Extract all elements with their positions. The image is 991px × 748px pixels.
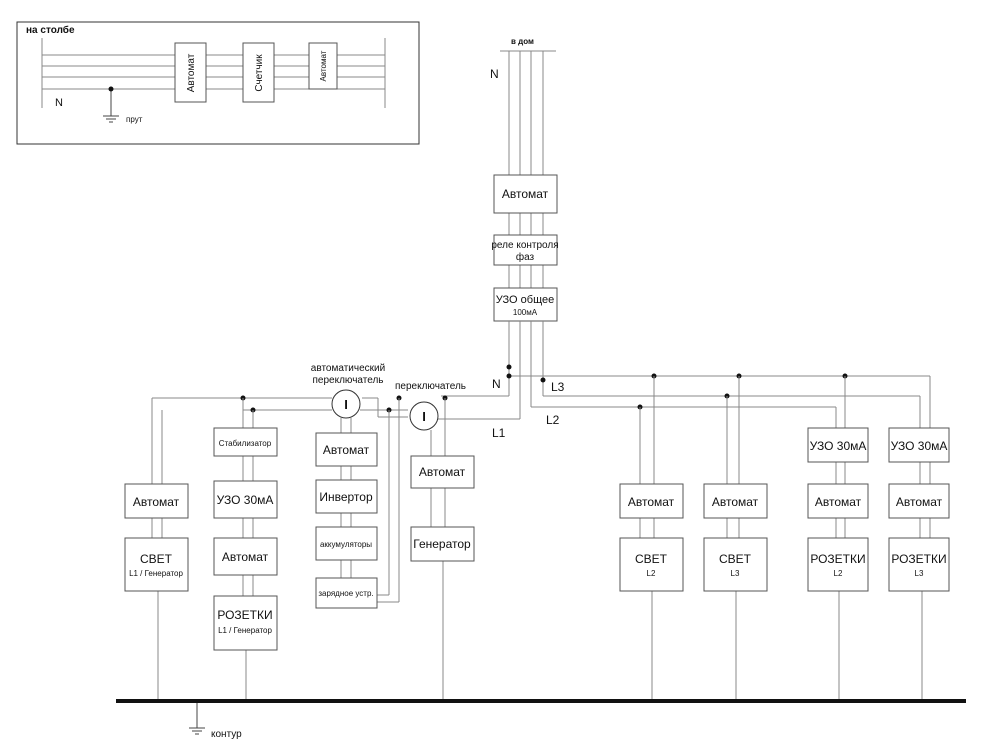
sockets-l2-load (807, 537, 869, 592)
sockets-l3-breaker (888, 483, 950, 519)
generator-label: Генератор (413, 537, 471, 551)
light-l1-breaker-label: Автомат (133, 495, 180, 509)
phase-relay-label-2: фаз (516, 251, 535, 263)
auto-switch (331, 389, 361, 419)
inset-breaker-right-label: Автомат (319, 50, 328, 81)
inset-breaker-left (174, 42, 207, 103)
light-l3-title: СВЕТ (719, 552, 752, 566)
inset-frame (16, 21, 420, 145)
inset-ground-rod-label: прут (126, 115, 143, 124)
light-l2-load (619, 537, 684, 592)
stabilizer (213, 427, 278, 457)
switches: автоматический переключатель I переключа… (311, 363, 466, 431)
main-rcd-rating: 100мА (513, 308, 538, 317)
feed-neutral-label: N (490, 67, 499, 81)
auto-switch-label-2: переключатель (313, 375, 384, 386)
main-breaker (493, 174, 558, 214)
light-l1-load (124, 537, 189, 592)
light-l1-sub: L1 / Генератор (129, 569, 183, 578)
sockets-l1-load (213, 595, 278, 651)
sockets-l2-sub: L2 (834, 569, 843, 578)
sockets-l1-rcd-label: УЗО 30мА (217, 493, 274, 507)
light-l2-title: СВЕТ (635, 552, 668, 566)
inset-meter (242, 42, 275, 103)
inverter-label: Инвертор (319, 490, 373, 504)
light-l3-load (703, 537, 768, 592)
inverter-breaker (315, 432, 378, 467)
light-l2-breaker-label: Автомат (628, 495, 675, 509)
inverter (315, 479, 378, 514)
light-l2-sub: L2 (647, 569, 656, 578)
inset-breaker-right (308, 42, 338, 90)
charger (315, 577, 378, 609)
bus-l3-label: L3 (551, 380, 565, 394)
light-l3-breaker-label: Автомат (712, 495, 759, 509)
main-rcd (493, 287, 558, 322)
charger-label: зарядное устр. (318, 589, 373, 598)
manual-switch (409, 401, 439, 431)
sockets-l3-rcd-label: УЗО 30мА (891, 439, 948, 453)
manual-switch-label: переключатель (395, 381, 466, 392)
manual-switch-symbol: I (422, 409, 426, 424)
light-l1-breaker (124, 483, 189, 519)
sockets-l1-sub: L1 / Генератор (218, 626, 272, 635)
sockets-l1-breaker (213, 537, 278, 576)
sockets-l3-title: РОЗЕТКИ (891, 552, 946, 566)
inset-neutral-label: N (55, 97, 63, 109)
light-l3-breaker (703, 483, 768, 519)
right-branches: Автомат СВЕТ L2 Автомат СВЕТ L3 УЗО 30мА… (619, 376, 950, 700)
main-breaker-label: Автомат (502, 187, 549, 201)
light-l3-sub: L3 (731, 569, 740, 578)
auto-switch-symbol: I (344, 397, 348, 412)
stabilizer-label: Стабилизатор (219, 439, 272, 448)
sockets-l2-rcd (807, 427, 869, 463)
ground-label: контур (211, 729, 242, 740)
auto-switch-label: автоматический (311, 363, 385, 374)
phase-relay (493, 234, 558, 266)
sockets-l2-rcd-label: УЗО 30мА (810, 439, 867, 453)
ground-bus (116, 699, 966, 703)
bus-lines: N L1 L2 L3 (152, 321, 930, 440)
left-branches: Автомат СВЕТ L1 / Генератор Стабилизатор… (124, 398, 475, 700)
batteries (315, 526, 378, 561)
sockets-l2-breaker-label: Автомат (815, 495, 862, 509)
sockets-l2-title: РОЗЕТКИ (810, 552, 865, 566)
sockets-l3-rcd (888, 427, 950, 463)
generator (410, 526, 475, 562)
sockets-l1-title: РОЗЕТКИ (217, 608, 272, 622)
light-l2-breaker (619, 483, 684, 519)
sockets-l3-sub: L3 (915, 569, 924, 578)
inset-title: на столбе (26, 24, 75, 36)
bus-neutral-label: N (492, 377, 501, 391)
sockets-l3-breaker-label: Автомат (896, 495, 943, 509)
house-feed: в дом N Автомат реле контроля фаз УЗО об… (490, 37, 559, 322)
generator-breaker (410, 455, 475, 489)
phase-relay-label: реле контроля (491, 240, 558, 251)
ground-loop: контур (116, 699, 966, 740)
sockets-l2-breaker (807, 483, 869, 519)
generator-breaker-label: Автомат (419, 465, 466, 479)
batteries-label: аккумуляторы (320, 540, 372, 549)
pole-inset: на столбе N прут Автомат Счетчик Автомат (16, 21, 420, 145)
light-l1-title: СВЕТ (140, 552, 173, 566)
sockets-l1-breaker-label: Автомат (222, 550, 269, 564)
inset-meter-label: Счетчик (254, 54, 265, 92)
bus-l2-label: L2 (546, 413, 560, 427)
sockets-l1-rcd (213, 480, 278, 519)
inverter-breaker-label: Автомат (323, 443, 370, 457)
main-rcd-label: УЗО общее (496, 294, 554, 306)
bus-l1-label: L1 (492, 426, 506, 440)
feed-title: в дом (511, 37, 534, 46)
sockets-l3-load (888, 537, 950, 592)
inset-breaker-left-label: Автомат (186, 53, 197, 92)
